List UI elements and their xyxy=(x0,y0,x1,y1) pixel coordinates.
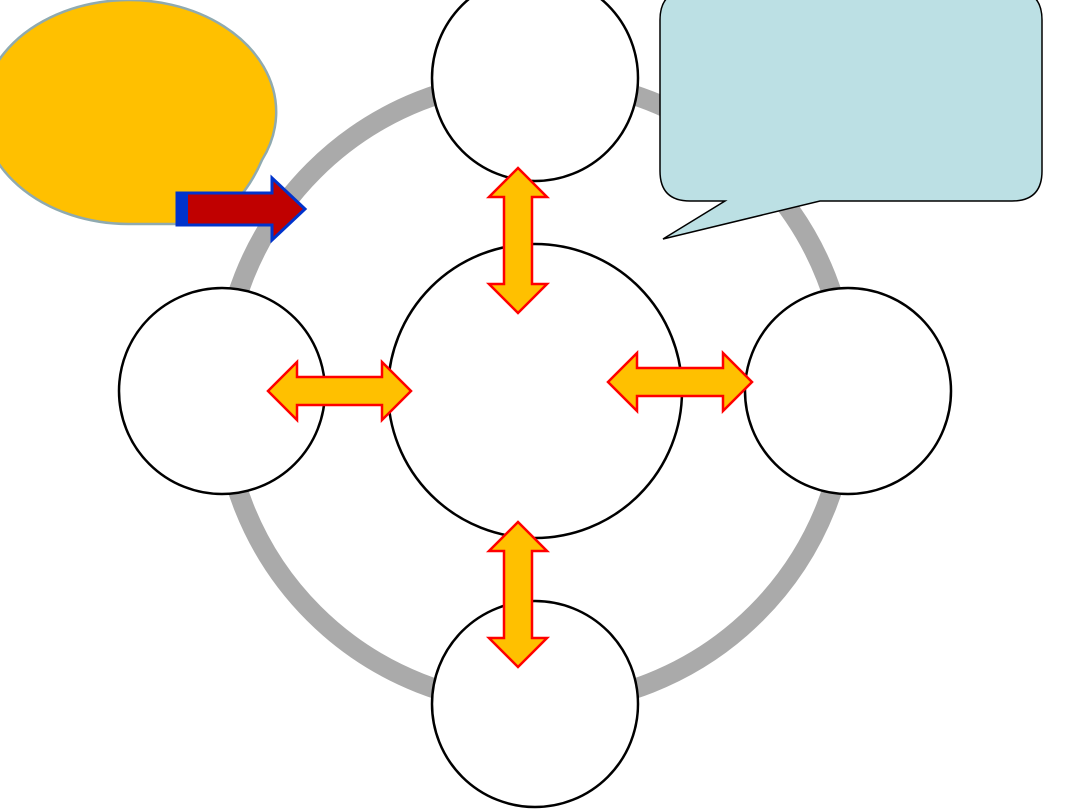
node-top[interactable] xyxy=(430,0,640,183)
double-arrow-right xyxy=(606,349,754,415)
pointer-arrow xyxy=(175,174,308,244)
node-right[interactable] xyxy=(743,286,953,496)
speech-callout xyxy=(659,0,1043,240)
node-bottom[interactable] xyxy=(430,599,640,809)
double-arrow-bottom xyxy=(485,520,551,669)
double-arrow-top xyxy=(485,166,551,315)
ellipse-callout xyxy=(0,0,278,226)
double-arrow-left xyxy=(266,358,413,424)
